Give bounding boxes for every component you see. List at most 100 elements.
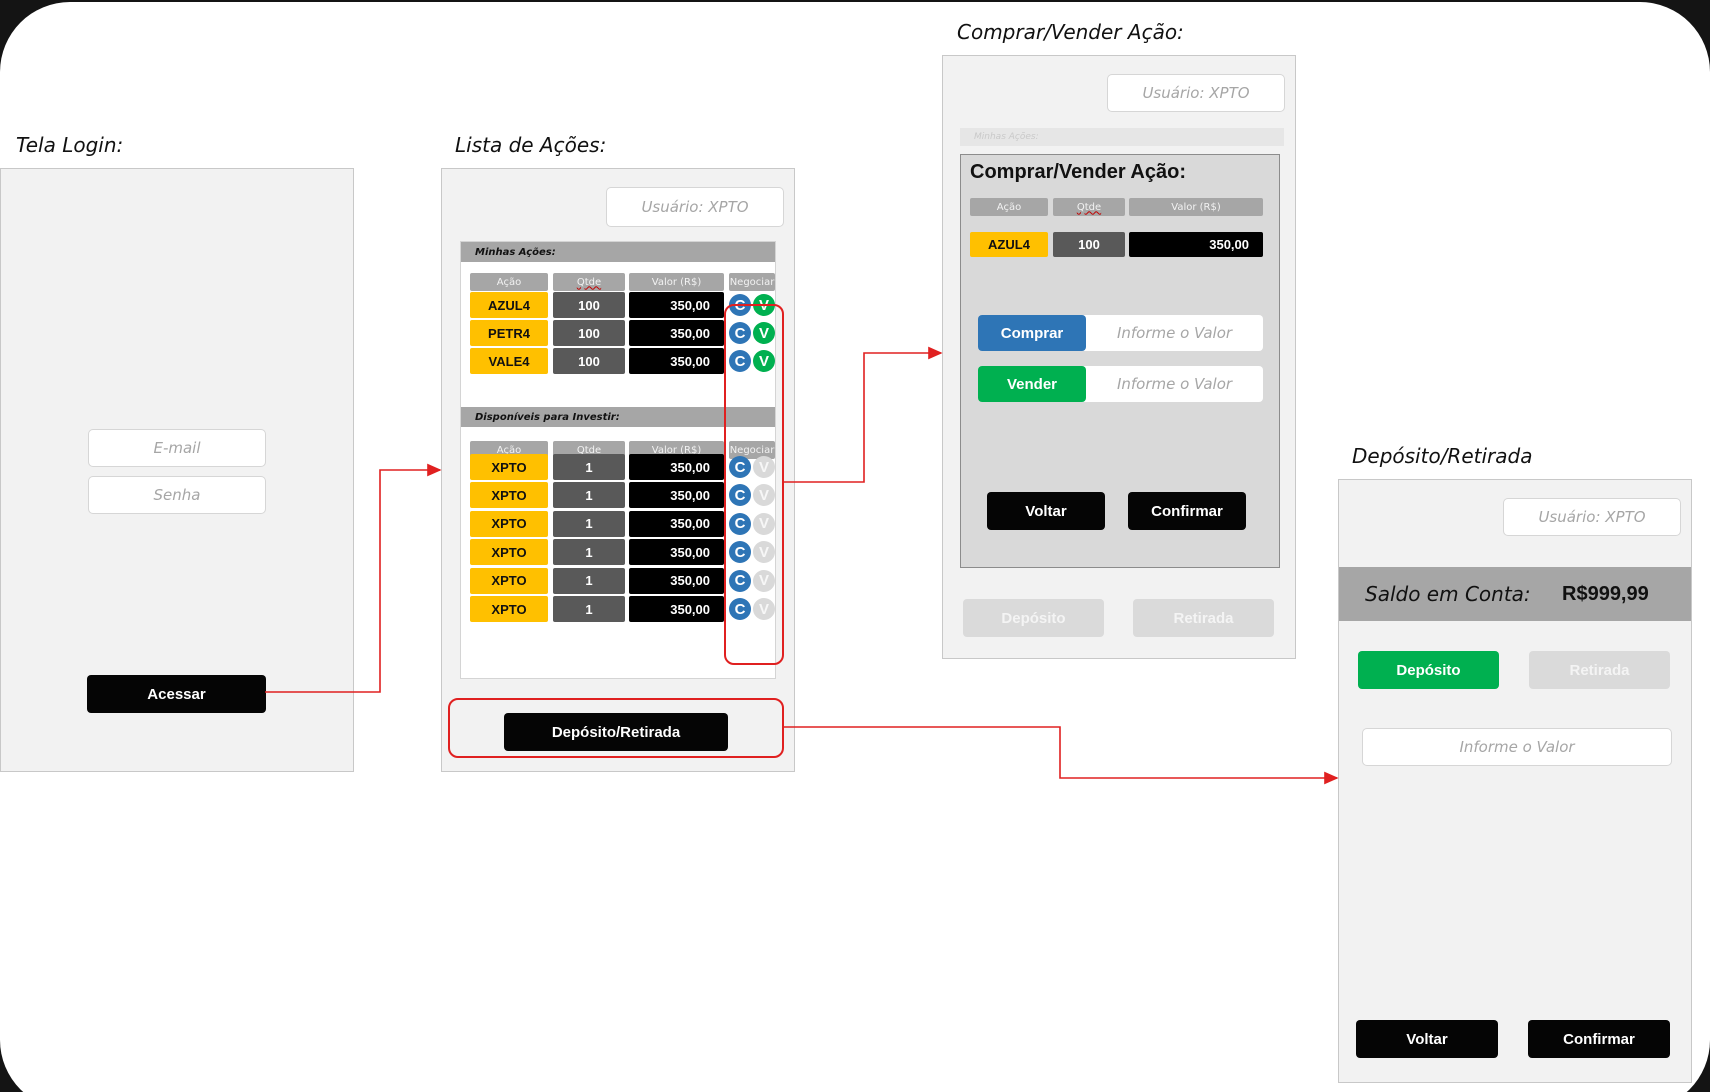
trade-title: Comprar/Vender Ação: xyxy=(957,20,1184,44)
sell-button[interactable]: Vender xyxy=(978,366,1086,402)
stock-list-title: Lista de Ações: xyxy=(455,133,607,157)
buy-icon[interactable]: C xyxy=(729,512,751,535)
buy-row: Comprar Informe o Valor xyxy=(978,315,1263,351)
back-button[interactable]: Voltar xyxy=(1356,1020,1498,1058)
col-header-trade: Negociar xyxy=(729,273,775,291)
buy-icon[interactable]: C xyxy=(729,541,751,564)
confirm-button[interactable]: Confirmar xyxy=(1528,1020,1670,1058)
stock-ticker: XPTO xyxy=(470,482,548,509)
sell-icon: V xyxy=(753,484,775,507)
arrow-login-to-list xyxy=(265,463,442,693)
stock-value: 350,00 xyxy=(629,539,724,566)
stock-value: 350,00 xyxy=(629,510,724,537)
back-button[interactable]: Voltar xyxy=(987,492,1105,530)
sell-value-input[interactable]: Informe o Valor xyxy=(1116,375,1233,393)
modal-title: Comprar/Vender Ação: xyxy=(970,161,1186,183)
stock-value: 350,00 xyxy=(629,454,724,480)
password-field[interactable]: Senha xyxy=(88,476,266,514)
sell-icon: V xyxy=(753,456,775,478)
balance-bar: Saldo em Conta: R$999,99 xyxy=(1339,567,1691,621)
sell-icon[interactable]: V xyxy=(753,322,775,344)
col-header-qty: Qtde xyxy=(1053,198,1125,216)
stock-ticker: XPTO xyxy=(470,454,548,480)
stock-ticker: AZUL4 xyxy=(970,232,1048,257)
arrow-list-to-trade xyxy=(784,346,943,483)
withdraw-button[interactable]: Retirada xyxy=(1529,651,1670,689)
stock-value: 350,00 xyxy=(629,596,724,622)
value-input[interactable]: Informe o Valor xyxy=(1362,728,1672,766)
stock-ticker: XPTO xyxy=(470,596,548,622)
user-label: Usuário: XPTO xyxy=(1503,498,1681,536)
deposit-button-highlight xyxy=(448,698,784,758)
stock-ticker: XPTO xyxy=(470,567,548,594)
deposit-withdraw-button[interactable]: Depósito/Retirada xyxy=(504,713,728,751)
col-header-value: Valor (R$) xyxy=(629,273,724,291)
stock-value: 350,00 xyxy=(1129,232,1263,257)
stock-ticker: AZUL4 xyxy=(470,292,548,318)
stock-qty: 100 xyxy=(553,292,625,318)
sell-icon: V xyxy=(753,598,775,620)
deposit-screen: Usuário: XPTO Saldo em Conta: R$999,99 D… xyxy=(1338,479,1692,1083)
buy-icon[interactable]: C xyxy=(729,598,751,620)
stock-qty: 1 xyxy=(553,482,625,509)
stock-ticker: VALE4 xyxy=(470,348,548,374)
stock-qty: 1 xyxy=(553,510,625,537)
buy-button[interactable]: Comprar xyxy=(978,315,1086,351)
trade-modal: Comprar/Vender Ação: Ação Qtde Valor (R$… xyxy=(960,154,1280,568)
buy-value-input[interactable]: Informe o Valor xyxy=(1116,324,1233,342)
stock-value: 350,00 xyxy=(629,348,724,374)
stock-qty: 100 xyxy=(1053,232,1125,257)
sell-icon: V xyxy=(753,512,775,535)
sell-icon: V xyxy=(753,541,775,564)
stock-ticker: XPTO xyxy=(470,539,548,566)
deposit-button[interactable]: Depósito xyxy=(1358,651,1499,689)
sell-icon: V xyxy=(753,569,775,592)
stock-list-screen: Usuário: XPTO Minhas Ações: Ação Qtde Va… xyxy=(441,168,795,772)
confirm-button[interactable]: Confirmar xyxy=(1128,492,1246,530)
deposit-title: Depósito/Retirada xyxy=(1352,444,1533,468)
background-my-stocks-heading: Minhas Ações: xyxy=(960,128,1284,146)
stock-qty: 1 xyxy=(553,454,625,480)
email-field[interactable]: E-mail xyxy=(88,429,266,467)
stock-qty: 100 xyxy=(553,348,625,374)
col-header-stock: Ação xyxy=(470,273,548,291)
buy-icon[interactable]: C xyxy=(729,322,751,344)
stock-qty: 1 xyxy=(553,567,625,594)
buy-icon[interactable]: C xyxy=(729,484,751,507)
stock-ticker: PETR4 xyxy=(470,320,548,346)
background-deposit-button: Depósito xyxy=(963,599,1104,637)
my-stocks-heading: Minhas Ações: xyxy=(461,242,775,262)
col-header-qty: Qtde xyxy=(553,273,625,291)
col-header-trade: Negociar xyxy=(729,441,775,459)
arrow-list-to-deposit xyxy=(784,726,1339,785)
col-header-stock: Ação xyxy=(970,198,1048,216)
stock-value: 350,00 xyxy=(629,320,724,346)
user-label: Usuário: XPTO xyxy=(606,187,784,227)
stock-qty: 100 xyxy=(553,320,625,346)
sell-icon[interactable]: V xyxy=(753,350,775,372)
stock-value: 350,00 xyxy=(629,292,724,318)
login-title: Tela Login: xyxy=(16,133,124,157)
buy-icon[interactable]: C xyxy=(729,456,751,478)
login-screen: E-mail Senha Acessar xyxy=(0,168,354,772)
access-button[interactable]: Acessar xyxy=(87,675,266,713)
background-withdraw-button: Retirada xyxy=(1133,599,1274,637)
stock-qty: 1 xyxy=(553,596,625,622)
trade-screen: Usuário: XPTO Minhas Ações: Depósito Ret… xyxy=(942,55,1296,659)
stock-qty: 1 xyxy=(553,539,625,566)
buy-icon[interactable]: C xyxy=(729,350,751,372)
balance-label: Saldo em Conta: xyxy=(1365,582,1531,606)
stock-value: 350,00 xyxy=(629,482,724,509)
stock-value: 350,00 xyxy=(629,567,724,594)
sell-row: Vender Informe o Valor xyxy=(978,366,1263,402)
user-label: Usuário: XPTO xyxy=(1107,74,1285,112)
stock-ticker: XPTO xyxy=(470,510,548,537)
available-heading: Disponíveis para Investir: xyxy=(461,407,775,427)
buy-icon[interactable]: C xyxy=(729,569,751,592)
trade-buttons-highlight xyxy=(724,304,784,665)
balance-value: R$999,99 xyxy=(1562,582,1649,605)
col-header-value: Valor (R$) xyxy=(1129,198,1263,216)
